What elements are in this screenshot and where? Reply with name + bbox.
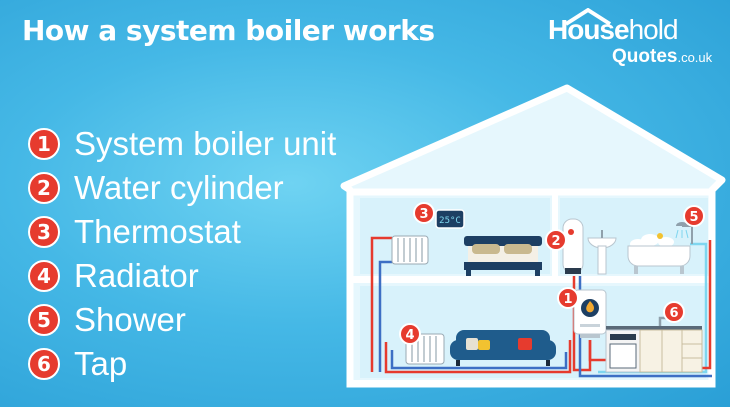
legend-label: System boiler unit bbox=[74, 125, 337, 162]
legend-item: 4 Radiator bbox=[28, 254, 336, 298]
legend-item: 6 Tap bbox=[28, 342, 336, 386]
sink-icon bbox=[587, 230, 617, 275]
legend-label: Shower bbox=[74, 301, 186, 338]
legend-number-badge: 1 bbox=[28, 128, 60, 160]
boiler-icon bbox=[573, 289, 607, 338]
legend-label: Radiator bbox=[74, 257, 199, 294]
badge-shower: 5 bbox=[683, 205, 705, 227]
bathtub-icon bbox=[627, 233, 691, 274]
thermostat-reading: 25°C bbox=[439, 216, 461, 226]
component-legend: 1 System boiler unit 2 Water cylinder 3 The… bbox=[28, 122, 336, 386]
house-roof-icon bbox=[564, 8, 612, 26]
logo-wordmark: Household bbox=[548, 14, 679, 46]
sofa-icon bbox=[450, 330, 556, 366]
legend-item: 3 Thermostat bbox=[28, 210, 336, 254]
logo-domain: .co.uk bbox=[677, 50, 713, 65]
badge-number: 4 bbox=[405, 328, 414, 343]
legend-number-badge: 2 bbox=[28, 172, 60, 204]
badge-boiler: 1 bbox=[557, 287, 579, 309]
legend-number-badge: 3 bbox=[28, 216, 60, 248]
legend-number-badge: 5 bbox=[28, 304, 60, 336]
badge-number: 1 bbox=[563, 292, 572, 307]
diagram-badges: 3 2 5 1 4 6 bbox=[399, 202, 705, 345]
badge-number: 3 bbox=[419, 207, 428, 222]
radiator-icon bbox=[391, 235, 429, 265]
legend-label: Thermostat bbox=[74, 213, 241, 250]
bed-icon bbox=[464, 236, 542, 276]
badge-tap: 6 bbox=[663, 301, 685, 323]
pipework bbox=[370, 236, 712, 378]
logo-word-light: hold bbox=[628, 14, 679, 45]
logo-subline: Quotes.co.uk bbox=[612, 46, 712, 68]
kitchen-icon bbox=[605, 326, 703, 373]
page-title: How a system boiler works bbox=[22, 14, 435, 47]
legend-number-badge: 6 bbox=[28, 348, 60, 380]
legend-item: 2 Water cylinder bbox=[28, 166, 336, 210]
badge-water-cylinder: 2 bbox=[545, 229, 567, 251]
badge-radiator: 4 bbox=[399, 323, 421, 345]
flame-icon bbox=[586, 301, 594, 313]
cold-pipe bbox=[378, 260, 392, 372]
badge-number: 5 bbox=[689, 210, 698, 225]
badge-thermostat: 3 bbox=[413, 202, 435, 224]
badge-number: 6 bbox=[669, 306, 678, 321]
legend-number-badge: 4 bbox=[28, 260, 60, 292]
hot-pipe bbox=[384, 340, 572, 374]
ground-floor bbox=[352, 380, 710, 386]
water-cylinder-icon bbox=[562, 218, 584, 274]
thermostat-icon: 25°C bbox=[435, 209, 465, 229]
legend-item: 5 Shower bbox=[28, 298, 336, 342]
cold-pipe bbox=[390, 350, 568, 370]
legend-label: Water cylinder bbox=[74, 169, 284, 206]
hot-pipe bbox=[370, 236, 392, 372]
upper-floor bbox=[352, 276, 710, 283]
badge-number: 2 bbox=[551, 234, 560, 249]
logo-quotes: Quotes bbox=[612, 46, 678, 67]
logo-word-bold: House bbox=[548, 14, 630, 45]
householdquotes-logo: Household Quotes.co.uk bbox=[548, 8, 718, 70]
legend-label: Tap bbox=[74, 345, 128, 382]
legend-item: 1 System boiler unit bbox=[28, 122, 336, 166]
